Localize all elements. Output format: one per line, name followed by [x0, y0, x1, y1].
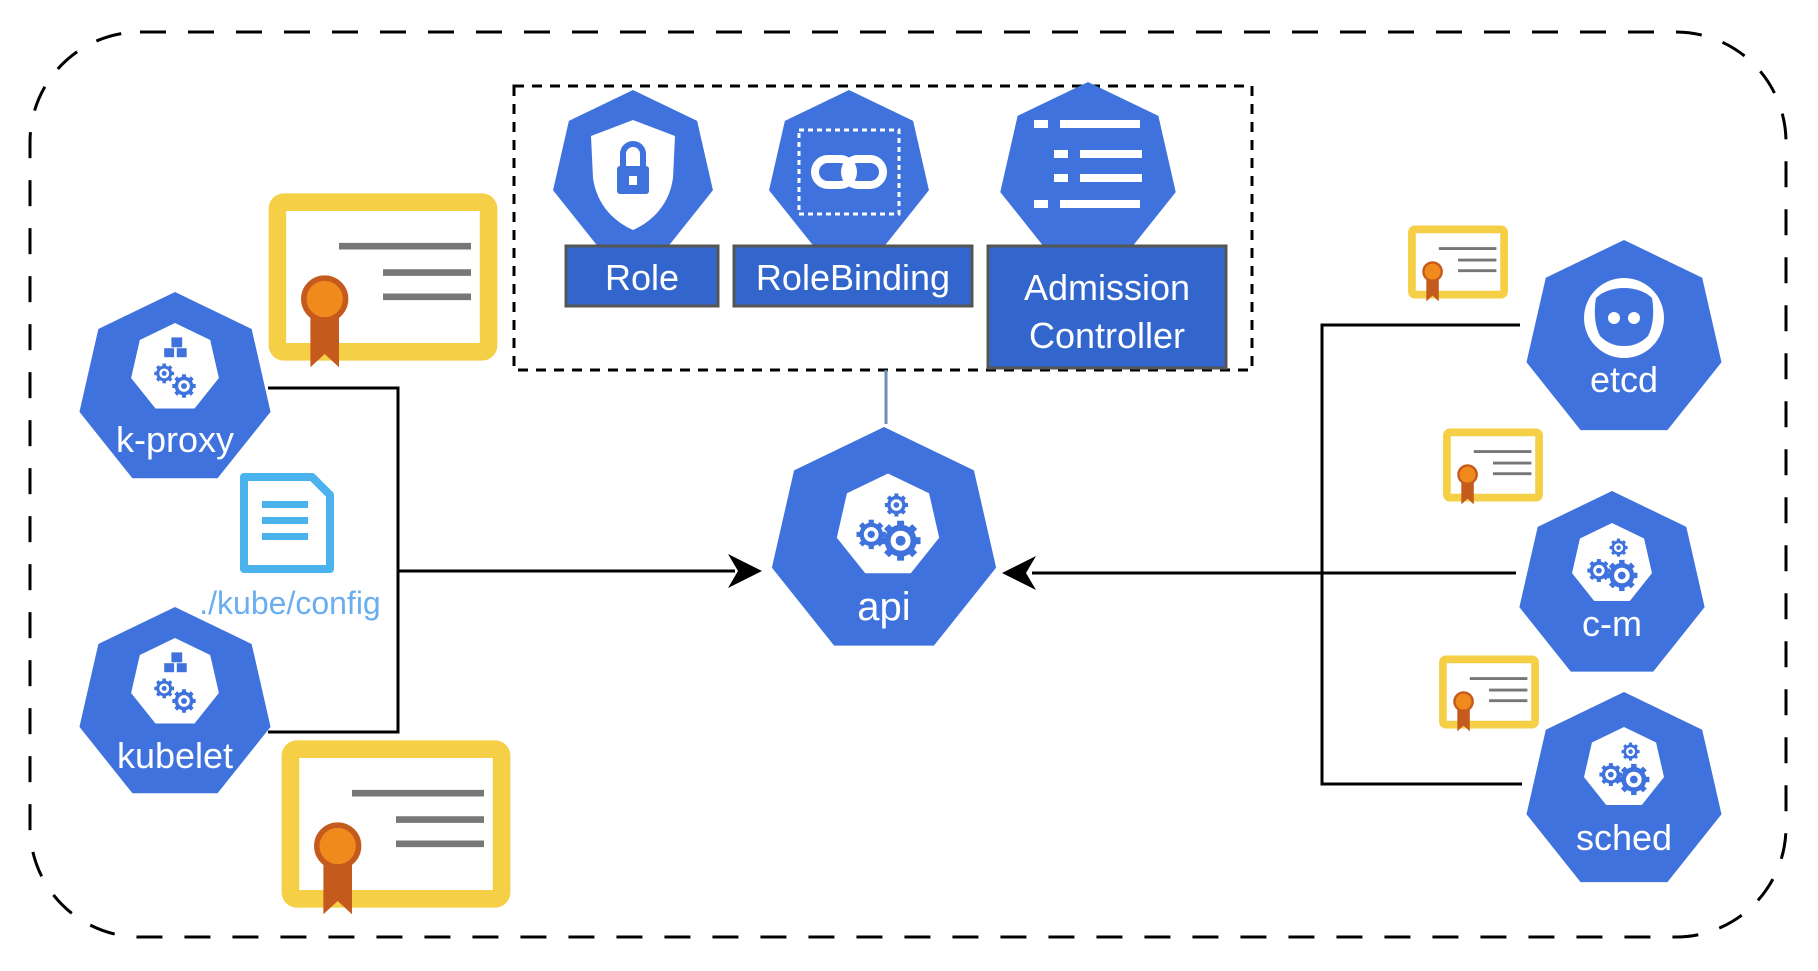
- api-label: api: [857, 585, 910, 629]
- cert-cm: [1447, 432, 1539, 504]
- config-file: [240, 473, 334, 573]
- etcd-node: [1526, 240, 1722, 431]
- etcd-label: etcd: [1590, 359, 1658, 400]
- admission-icon: [1000, 82, 1176, 254]
- rolebinding-icon: [769, 90, 929, 246]
- cm-node: [1519, 491, 1705, 672]
- cert-etcd: [1412, 229, 1504, 301]
- list-icon: [1034, 120, 1142, 208]
- admission-label-line2: Controller: [1029, 315, 1185, 356]
- cm-label: c-m: [1582, 603, 1642, 644]
- role-label: Role: [605, 257, 679, 298]
- etcd-icon: [1584, 278, 1664, 358]
- cluster-boundary: [28, 30, 1788, 939]
- sched-label: sched: [1576, 817, 1672, 858]
- role-icon: [553, 90, 713, 246]
- right-wiring: [1032, 323, 1522, 786]
- cert-kubelet: [290, 749, 501, 914]
- kproxy-label: k-proxy: [116, 419, 234, 460]
- link-icon: [811, 155, 887, 189]
- cert-sched: [1443, 659, 1535, 731]
- role-label-box: [564, 244, 720, 308]
- config-file-label: ./kube/config: [199, 585, 380, 621]
- rbac-group: [512, 84, 1254, 372]
- left-wiring: [268, 386, 735, 734]
- cert-kproxy: [277, 202, 488, 367]
- kubelet-label: kubelet: [117, 735, 233, 776]
- admission-label-box: [986, 244, 1228, 370]
- rolebinding-label: RoleBinding: [756, 257, 950, 298]
- admission-label-line1: Admission: [1024, 267, 1190, 308]
- arrow-left-to-api: [728, 554, 762, 588]
- rolebinding-label-box: [732, 244, 974, 308]
- arrow-right-to-api: [1002, 556, 1036, 590]
